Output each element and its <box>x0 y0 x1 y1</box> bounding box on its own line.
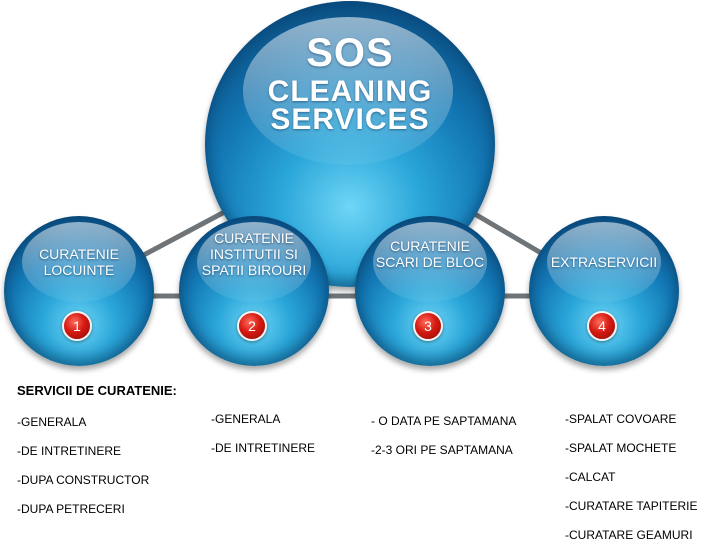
number-badge: 4 <box>587 311 617 341</box>
services-list-scari-bloc: - O DATA PE SAPTAMANA -2-3 ORI PE SAPTAM… <box>371 413 516 471</box>
services-heading: SERVICII DE CURATENIE: <box>17 383 177 398</box>
sphere-highlight <box>373 222 487 302</box>
main-title-line2: CLEANING <box>267 75 433 108</box>
list-item: -DUPA PETRECERI <box>17 502 125 516</box>
category-sphere-locuinte: CURATENIE LOCUINTE 1 <box>4 216 154 366</box>
list-item: -2-3 ORI PE SAPTAMANA <box>371 443 513 457</box>
category-label: EXTRASERVICII <box>550 254 658 270</box>
main-title-line1: SOS <box>306 31 394 75</box>
list-item: -CALCAT <box>565 470 616 484</box>
category-label: CURATENIE SCARI DE BLOC <box>375 238 485 270</box>
list-item: -SPALAT COVOARE <box>565 412 677 426</box>
list-item: - O DATA PE SAPTAMANA <box>371 414 517 428</box>
sphere-highlight <box>547 222 661 302</box>
sphere-highlight <box>22 222 136 302</box>
list-item: -SPALAT MOCHETE <box>565 441 677 455</box>
list-item: -DE INTRETINERE <box>17 444 122 458</box>
list-item: -CURATARE TAPITERIE <box>565 499 698 513</box>
category-sphere-institutii: CURATENIE INSTITUTII SI SPATII BIROURI 2 <box>179 216 329 366</box>
list-item: -GENERALA <box>211 412 281 426</box>
list-item: -DE INTRETINERE <box>211 441 316 455</box>
list-item: -GENERALA <box>17 415 87 429</box>
services-list-extraservicii: -SPALAT COVOARE -SPALAT MOCHETE -CALCAT … <box>565 411 697 556</box>
category-label: CURATENIE LOCUINTE <box>39 246 119 278</box>
number-badge: 3 <box>413 311 443 341</box>
main-sphere: SOS CLEANING SERVICES <box>205 1 495 287</box>
category-sphere-extraservicii: EXTRASERVICII 4 <box>529 216 679 366</box>
services-list-locuinte: -GENERALA -DE INTRETINERE -DUPA CONSTRUC… <box>17 414 149 530</box>
list-item: -DUPA CONSTRUCTOR <box>17 473 150 487</box>
list-item: -CURATARE GEAMURI <box>565 528 693 542</box>
main-title-line3: SERVICES <box>270 103 430 136</box>
sphere-highlight <box>197 222 311 302</box>
main-sphere-highlight <box>243 17 453 165</box>
services-list-institutii: -GENERALA -DE INTRETINERE <box>211 411 315 469</box>
number-badge: 1 <box>62 311 92 341</box>
category-sphere-scari-bloc: CURATENIE SCARI DE BLOC 3 <box>355 216 505 366</box>
number-badge: 2 <box>237 311 267 341</box>
category-label: CURATENIE INSTITUTII SI SPATII BIROURI <box>201 230 307 278</box>
